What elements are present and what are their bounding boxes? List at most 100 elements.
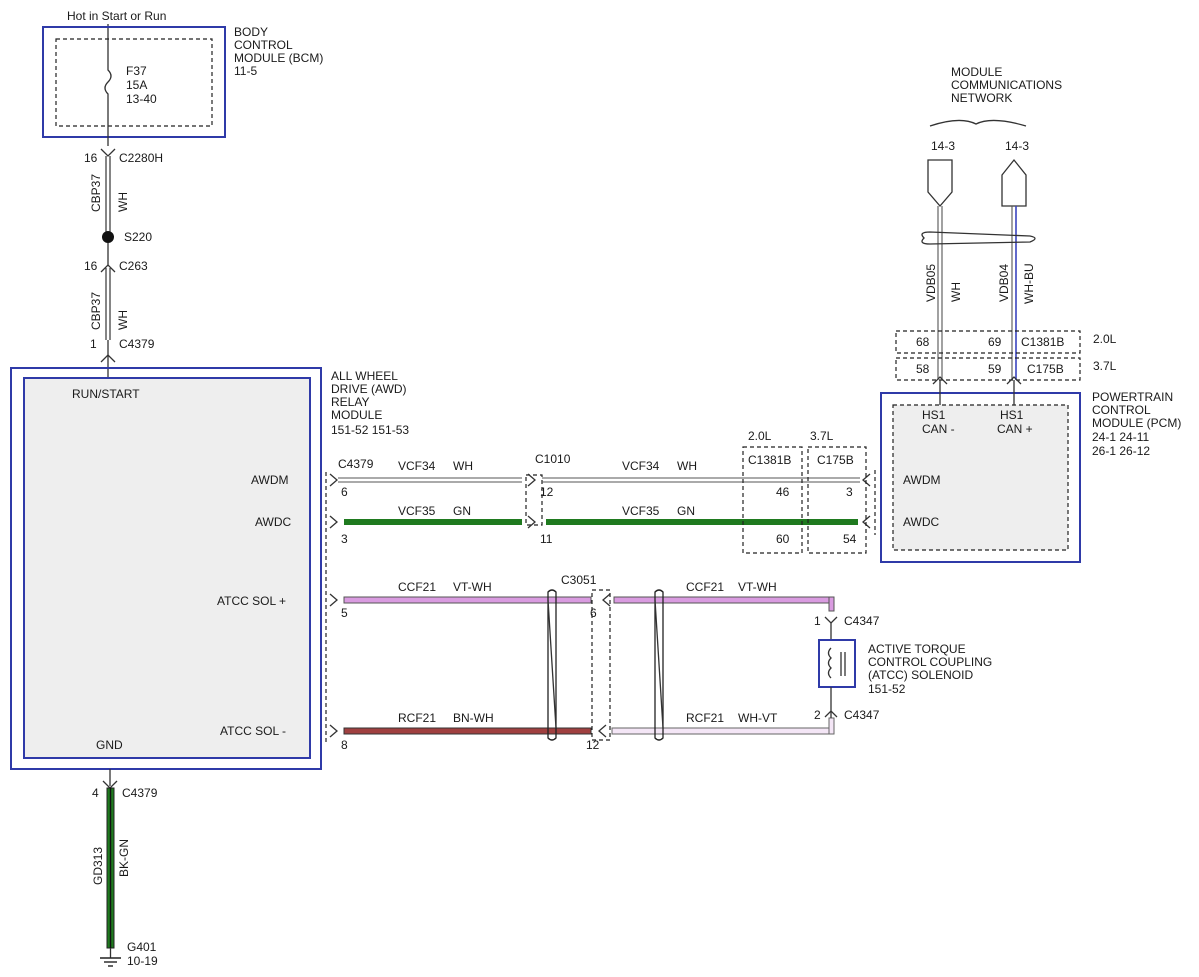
bcm-name-line2: CONTROL: [234, 38, 293, 52]
awd-module-outer: [10, 367, 322, 770]
c2280h-connector-symbol: [100, 148, 116, 157]
gnd-conn: C4379: [122, 786, 158, 800]
vdb05-circuit: VDB05: [924, 264, 938, 302]
pcm-name-line3: MODULE (PCM): [1092, 416, 1181, 430]
awdm-color2: WH: [677, 459, 697, 473]
atcc-minus-left-arrow: [329, 724, 338, 738]
solenoid-name-line2: CONTROL COUPLING: [868, 655, 992, 669]
atcc-plus-color2: VT-WH: [738, 580, 777, 594]
network-brace: [929, 119, 1027, 127]
awdm-color1: WH: [453, 459, 473, 473]
awdm-pin-left: 6: [341, 485, 348, 499]
atcc-minus-wire-rise: [828, 717, 835, 735]
awd-name-line3: RELAY: [331, 395, 369, 409]
row37-left-pin: 58: [916, 362, 930, 376]
bcm-module-box: [42, 26, 226, 138]
awdc-color2: GN: [677, 504, 695, 518]
ground-ref: 10-19: [127, 954, 158, 968]
atcc-plus-circuit2: CCF21: [686, 580, 724, 594]
atcc-plus-wire-seg1: [343, 596, 592, 604]
network-name-line2: COMMUNICATIONS: [951, 78, 1062, 92]
awd-module-inner: [23, 377, 311, 759]
atcc-plus-pin-mid: 6: [590, 606, 597, 620]
awdm-pin-c1381b: 46: [776, 485, 790, 499]
solenoid-name-line1: ACTIVE TORQUE: [868, 642, 966, 656]
twist-marker-left: [547, 589, 557, 741]
c4347-top-connector-symbol: [824, 616, 838, 624]
bcm-name-line3: MODULE (BCM): [234, 51, 323, 65]
network-left-tag-icon: [927, 159, 953, 207]
vdb04-color: WH-BU: [1022, 263, 1036, 304]
awdm-c4379-label: C4379: [338, 457, 374, 471]
c1381b-label: C1381B: [748, 453, 791, 467]
c175b-pcm-row-outline: [895, 357, 1081, 381]
cbp37-color-lower: WH: [116, 310, 130, 330]
awdm-pin-c175b: 3: [846, 485, 853, 499]
c4347-bottom-connector-symbol: [824, 710, 838, 718]
atcc-minus-wire-seg2: [611, 727, 834, 735]
awdc-pin-left: 3: [341, 532, 348, 546]
awdm-left-arrow: [329, 473, 338, 487]
solenoid-box: [818, 639, 856, 688]
atcc-minus-color1: BN-WH: [453, 711, 494, 725]
atcc-minus-pin-left: 8: [341, 738, 348, 752]
atcc-minus-circuit2: RCF21: [686, 711, 724, 725]
c4347-top-label: C4347: [844, 614, 880, 628]
awdc-right-arrow: [862, 515, 871, 529]
cbp37-circuit-lower: CBP37: [89, 292, 103, 330]
row20-left-pin: 68: [916, 335, 930, 349]
cbp37-color-upper: WH: [116, 192, 130, 212]
awd-run-start: RUN/START: [72, 387, 140, 401]
pcm-hs1-minus-line2: CAN -: [922, 422, 955, 436]
network-right-tag-icon: [1001, 158, 1027, 207]
row37-right-pin: 59: [988, 362, 1002, 376]
c4347-bottom-label: C4347: [844, 708, 880, 722]
fuse-ref: 13-40: [126, 92, 157, 106]
awd-awdc-label: AWDC: [255, 515, 292, 529]
awdc-color1: GN: [453, 504, 471, 518]
twisted-pair-symbol: [921, 231, 1036, 245]
c263-connector-symbol: [100, 264, 116, 273]
bcm-name-line1: BODY: [234, 25, 268, 39]
splice-s220-dot: [102, 231, 114, 243]
c4379-top-label: C4379: [119, 337, 155, 351]
awd-gnd-label: GND: [96, 738, 123, 752]
row37-label: 3.7L: [1093, 359, 1117, 373]
engine-label-20l: 2.0L: [748, 429, 772, 443]
pcm-awdm-label: AWDM: [903, 473, 941, 487]
network-name-line3: NETWORK: [951, 91, 1012, 105]
fuse-rating: 15A: [126, 78, 147, 92]
power-source-label: Hot in Start or Run: [67, 9, 166, 23]
atcc-plus-wire-drop: [828, 596, 835, 612]
gd313-circuit: GD313: [91, 847, 105, 885]
c4347-top-pin: 1: [814, 614, 821, 628]
splice-s220-label: S220: [124, 230, 152, 244]
c2280h-pin: 16: [84, 151, 98, 165]
pcm-name-line1: POWERTRAIN: [1092, 390, 1173, 404]
c1381b-pcm-row-outline: [895, 330, 1081, 354]
awd-name-line1: ALL WHEEL: [331, 369, 398, 383]
twist-marker-right-diag: [654, 599, 664, 729]
awdc-circuit2: VCF35: [622, 504, 660, 518]
network-ref-right: 14-3: [1005, 139, 1029, 153]
c4379-top-pin: 1: [90, 337, 97, 351]
awdc-mid-arrow: [527, 515, 536, 529]
c3051-connector-outline: [591, 589, 611, 741]
awdm-circuit2: VCF34: [622, 459, 660, 473]
gd313-color: BK-GN: [117, 839, 131, 877]
c263-label: C263: [119, 259, 148, 273]
c2280h-label: C2280H: [119, 151, 163, 165]
ground-id: G401: [127, 940, 157, 954]
vdb04-circuit: VDB04: [997, 264, 1011, 302]
atcc-plus-pin-left: 5: [341, 606, 348, 620]
atcc-minus-pin-mid: 12: [586, 738, 600, 752]
solenoid-name-ref: 151-52: [868, 682, 906, 696]
awdm-pin-mid: 12: [540, 485, 554, 499]
atcc-minus-color2: WH-VT: [738, 711, 778, 725]
c1010-label: C1010: [535, 452, 571, 466]
pcm-hs1-plus-line2: CAN +: [997, 422, 1033, 436]
awdc-pin-c1381b: 60: [776, 532, 790, 546]
cbp37-circuit-upper: CBP37: [89, 174, 103, 212]
awd-awdm-label: AWDM: [251, 473, 289, 487]
